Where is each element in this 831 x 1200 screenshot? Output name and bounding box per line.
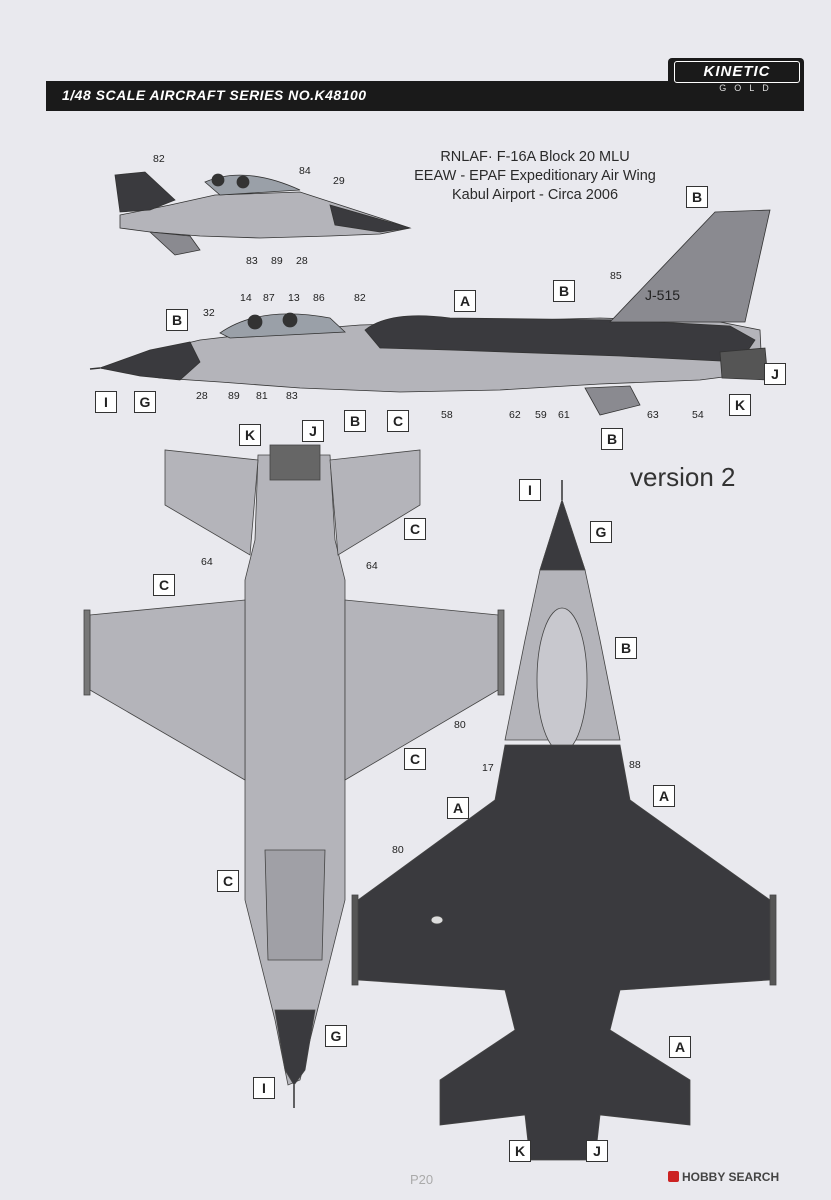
callout-83: 83 — [286, 390, 298, 402]
label-A-tailplane: A — [669, 1036, 691, 1058]
callout-86: 86 — [313, 292, 325, 304]
label-G-side: G — [134, 391, 156, 413]
callout-14: 14 — [240, 292, 252, 304]
side-profile-small — [114, 171, 412, 256]
label-B-top: B — [615, 637, 637, 659]
label-C-right-wing: C — [404, 748, 426, 770]
callout-61: 61 — [558, 409, 570, 421]
title-line-3: Kabul Airport - Circa 2006 — [451, 187, 619, 203]
callout-80-top: 80 — [392, 844, 404, 856]
label-I-top: I — [519, 479, 541, 501]
callout-82: 82 — [354, 292, 366, 304]
label-C-fuselage: C — [217, 870, 239, 892]
callout-32: 32 — [203, 307, 215, 319]
callout-59: 59 — [535, 409, 547, 421]
label-I-bottom: I — [253, 1077, 275, 1099]
label-K-bottom: K — [239, 424, 261, 446]
logo-main-text: KINETIC — [674, 61, 800, 83]
callout-87: 87 — [263, 292, 275, 304]
label-J-bottom: J — [302, 420, 324, 442]
tail-code: J-515 — [645, 287, 680, 303]
label-A-spine: A — [454, 290, 476, 312]
label-B-lower: B — [344, 410, 366, 432]
side-profile-main — [89, 209, 771, 416]
version-label: version 2 — [630, 462, 736, 492]
bottom-view — [83, 444, 505, 1108]
label-J-top: J — [586, 1140, 608, 1162]
label-K-top: K — [509, 1140, 531, 1162]
callout-28-small: 28 — [296, 255, 308, 267]
callout-88: 88 — [629, 759, 641, 771]
label-B-nose: B — [166, 309, 188, 331]
callout-63: 63 — [647, 409, 659, 421]
callout-82-small: 82 — [153, 153, 165, 165]
label-G-top: G — [590, 521, 612, 543]
callout-28: 28 — [196, 390, 208, 402]
label-C-left-wing: C — [153, 574, 175, 596]
watermark-text: HOBBY SEARCH — [682, 1170, 780, 1184]
callout-17: 17 — [482, 762, 494, 774]
callout-80-bottom: 80 — [454, 719, 466, 731]
scheme-title: RNLAF· F-16A Block 20 MLU EEAW - EPAF Ex… — [380, 148, 690, 205]
callout-84-small: 84 — [299, 165, 311, 177]
callout-29-small: 29 — [333, 175, 345, 187]
callout-13: 13 — [288, 292, 300, 304]
title-line-1: RNLAF· F-16A Block 20 MLU — [440, 149, 630, 165]
label-A-left-wing: A — [447, 797, 469, 819]
top-view — [351, 480, 777, 1161]
callout-81: 81 — [256, 390, 268, 402]
title-line-2: EEAW - EPAF Expeditionary Air Wing — [414, 168, 656, 184]
label-A-right-wing: A — [653, 785, 675, 807]
callout-58: 58 — [441, 409, 453, 421]
callout-64-right: 64 — [366, 560, 378, 572]
watermark: HOBBY SEARCH — [668, 1170, 779, 1184]
callout-85: 85 — [610, 270, 622, 282]
logo-sub-text: GOLD — [719, 83, 777, 93]
label-K-side: K — [729, 394, 751, 416]
kinetic-logo: KINETIC GOLD — [668, 58, 804, 100]
label-I-side: I — [95, 391, 117, 413]
hobby-search-logo-icon — [668, 1171, 679, 1182]
label-B-ventral-fin: B — [601, 428, 623, 450]
callout-83-small: 83 — [246, 255, 258, 267]
callout-62: 62 — [509, 409, 521, 421]
series-header: 1/48 SCALE AIRCRAFT SERIES NO.K48100 — [62, 87, 367, 103]
label-B-fuselage: B — [553, 280, 575, 302]
label-C-tailplane: C — [404, 518, 426, 540]
callout-89: 89 — [228, 390, 240, 402]
label-C-side: C — [387, 410, 409, 432]
label-B-tail: B — [686, 186, 708, 208]
label-G-bottom: G — [325, 1025, 347, 1047]
callout-54: 54 — [692, 409, 704, 421]
label-J-side: J — [764, 363, 786, 385]
callout-89-small: 89 — [271, 255, 283, 267]
callout-64-left: 64 — [201, 556, 213, 568]
page-number: P20 — [410, 1172, 434, 1187]
